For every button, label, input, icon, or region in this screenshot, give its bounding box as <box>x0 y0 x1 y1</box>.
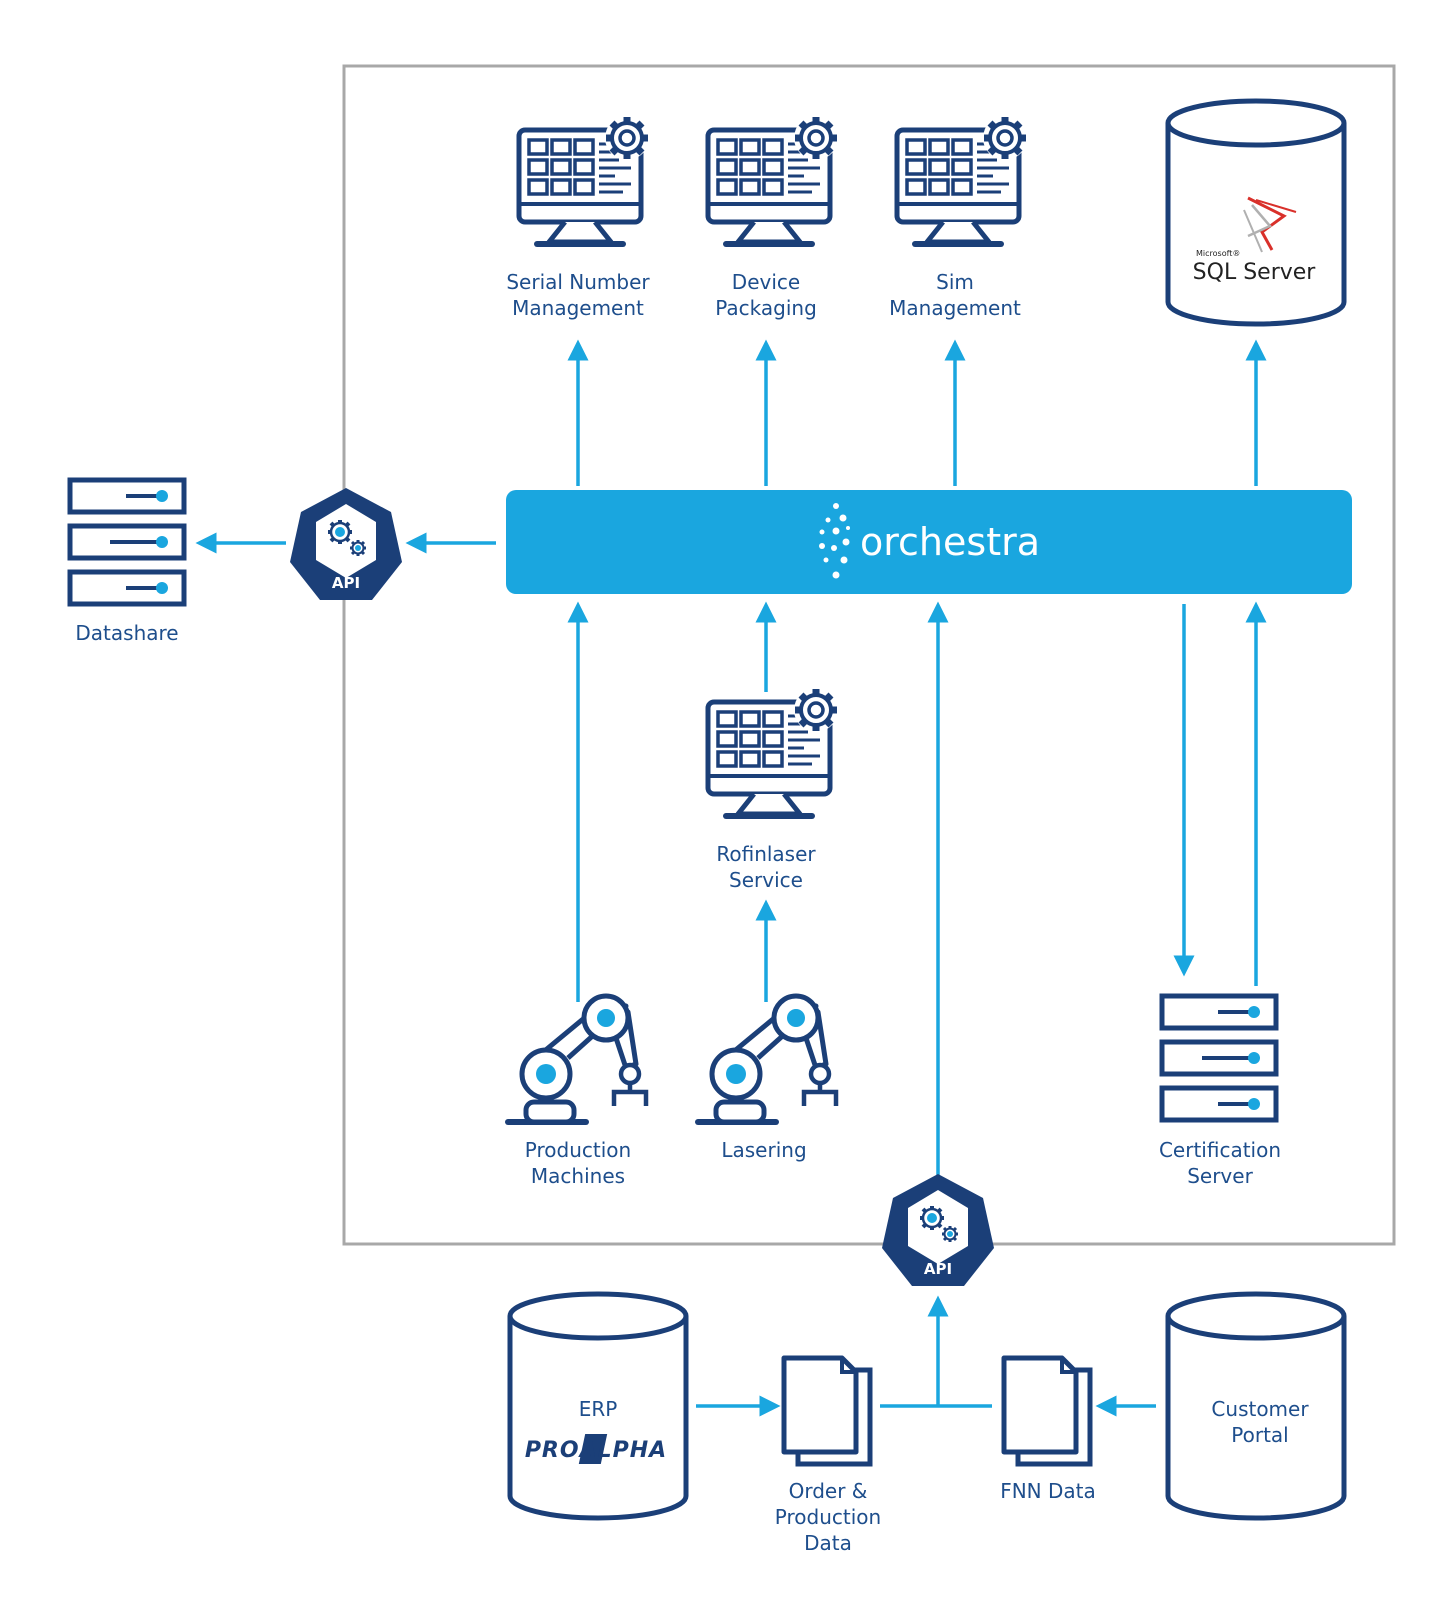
serial-number-label-1: Serial Number <box>506 270 650 294</box>
device-packaging-label-2: Packaging <box>715 296 817 320</box>
customer-portal-label-1: Customer <box>1211 1397 1309 1421</box>
api-left-badge: API <box>288 486 404 602</box>
fnn-data-label: FNN Data <box>1000 1479 1096 1503</box>
production-label-1: Production <box>525 1138 631 1162</box>
fnn-data-node: FNN Data <box>1000 1358 1096 1503</box>
robot-arm-icon <box>508 996 646 1122</box>
monitor-gear-icon <box>897 116 1027 244</box>
erp-database: ERP PROALPHA <box>507 1291 689 1521</box>
sql-server-vendor: Microsoft® <box>1196 249 1240 258</box>
sql-server-database: Microsoft® SQL Server <box>1165 98 1347 327</box>
lasering-label: Lasering <box>721 1138 806 1162</box>
monitor-gear-icon <box>519 116 649 244</box>
sim-management-label-1: Sim <box>936 270 974 294</box>
system-boundary-frame <box>342 64 1396 1246</box>
certification-server-node: Certification Server <box>1159 996 1281 1188</box>
order-data-label-3: Data <box>804 1531 852 1555</box>
api-bottom-badge: API <box>880 1172 996 1288</box>
sim-management-label-2: Management <box>889 296 1021 320</box>
server-rack-icon <box>70 480 184 604</box>
sim-management-node: Sim Management <box>889 116 1027 320</box>
customer-portal-label-2: Portal <box>1231 1423 1288 1447</box>
document-stack-icon <box>784 1358 870 1464</box>
orchestra-name: orchestra <box>860 520 1040 564</box>
proalpha-logo: PROALPHA <box>525 1434 667 1464</box>
certification-label-2: Server <box>1187 1164 1253 1188</box>
rofinlaser-label-1: Rofinlaser <box>716 842 816 866</box>
document-stack-icon <box>1004 1358 1090 1464</box>
server-rack-icon <box>1162 996 1276 1120</box>
proalpha-logo-text: PROALPHA <box>525 1438 667 1463</box>
datashare-node: Datashare <box>70 480 184 645</box>
certification-label-1: Certification <box>1159 1138 1281 1162</box>
order-data-label-1: Order & <box>789 1479 868 1503</box>
datashare-label: Datashare <box>75 621 178 645</box>
device-packaging-label-1: Device <box>732 270 800 294</box>
order-production-data-node: Order & Production Data <box>775 1358 881 1555</box>
erp-label: ERP <box>579 1397 618 1421</box>
orchestra-bus: orchestra <box>506 490 1352 594</box>
device-packaging-node: Device Packaging <box>708 116 838 320</box>
monitor-gear-icon <box>708 688 838 816</box>
order-data-label-2: Production <box>775 1505 881 1529</box>
production-label-2: Machines <box>531 1164 625 1188</box>
api-left-label: API <box>332 574 360 592</box>
production-machines-node: Production Machines <box>508 996 646 1188</box>
rofinlaser-service-node: Rofinlaser Service <box>708 688 838 892</box>
sql-server-logo-icon <box>1243 196 1297 253</box>
customer-portal-database: Customer Portal <box>1165 1291 1347 1521</box>
serial-number-management-node: Serial Number Management <box>506 116 650 320</box>
monitor-gear-icon <box>708 116 838 244</box>
rofinlaser-label-2: Service <box>729 868 803 892</box>
orchestra-logo-icon <box>819 503 850 579</box>
serial-number-label-2: Management <box>512 296 644 320</box>
sql-server-product: SQL Server <box>1193 260 1317 285</box>
api-bottom-label: API <box>924 1260 952 1278</box>
robot-arm-icon <box>698 996 836 1122</box>
lasering-node: Lasering <box>698 996 836 1162</box>
